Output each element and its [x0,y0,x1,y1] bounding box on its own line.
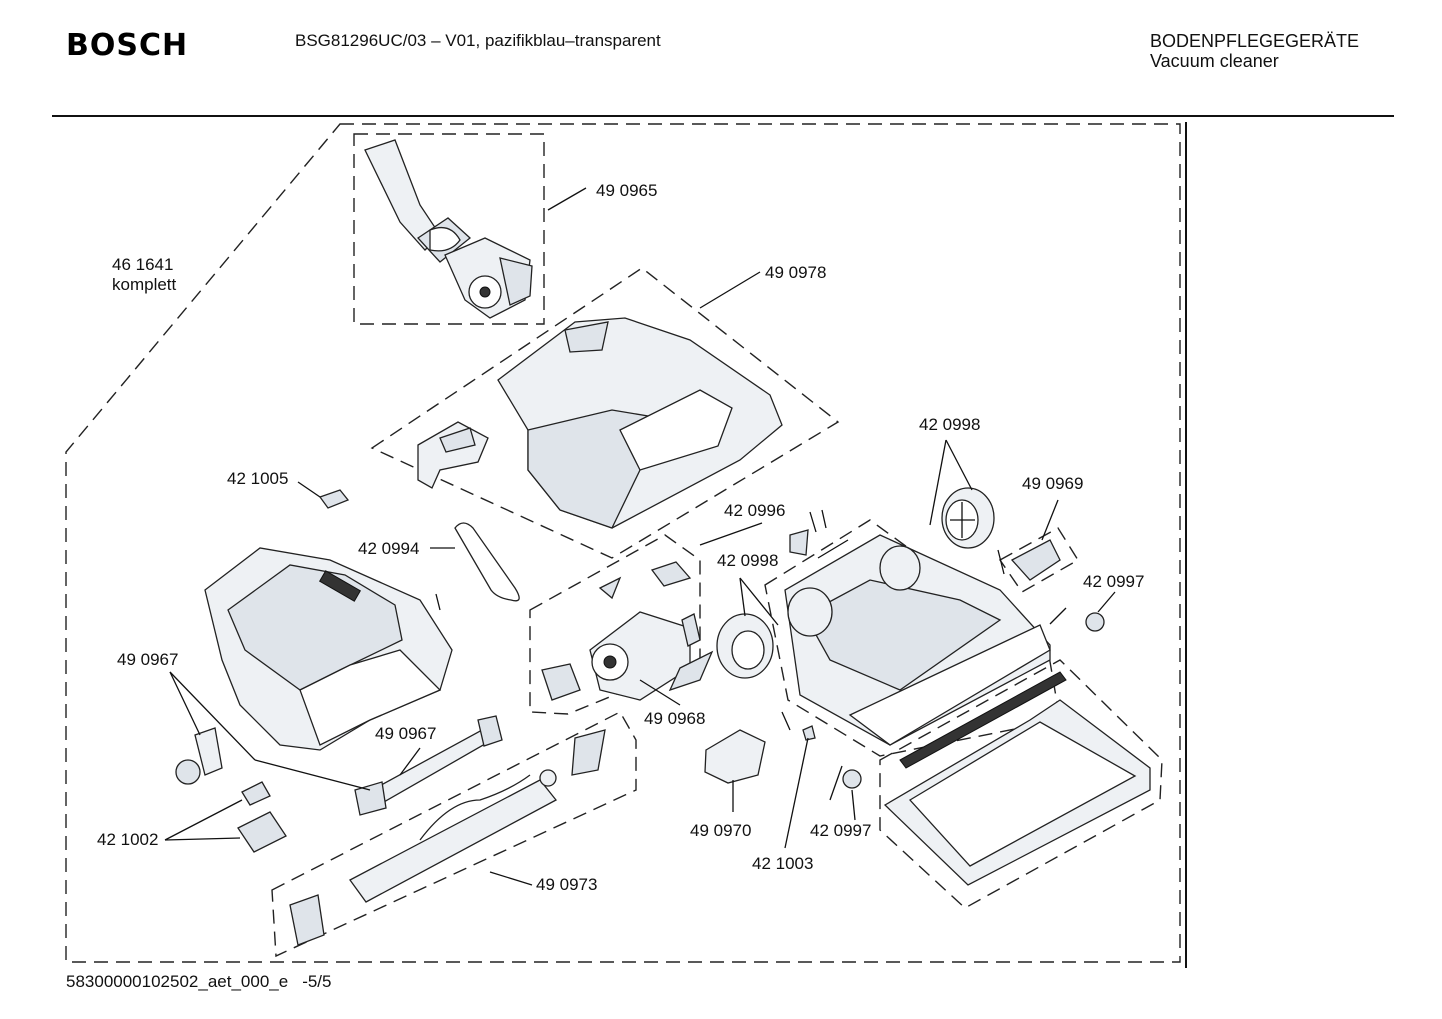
chassis-part [784,534,1051,746]
belt-420994 [454,522,520,602]
label-420998-right: 42 0998 [919,415,980,434]
bracket-490969 [1010,539,1061,581]
screw-near-nut-b [829,765,843,801]
bracket-part [417,421,489,489]
screws-420996 [650,509,849,587]
label-420997-bottom: 42 0997 [810,821,871,840]
bracket-group-box [998,527,1079,593]
label-421005: 42 1005 [227,469,288,488]
nut-420997-a [1085,612,1105,632]
bosch-logo: BOSCH [66,28,189,63]
label-490967-left: 49 0967 [117,650,178,669]
hose-part [364,139,533,319]
label-490978: 49 0978 [765,263,826,282]
label-420997-right: 42 0997 [1083,572,1144,591]
label-420998-left: 42 0998 [717,551,778,570]
label-421003: 42 1003 [752,854,813,873]
label-421002: 42 1002 [97,830,158,849]
category-en: Vacuum cleaner [1150,51,1279,71]
chassis-group-box [764,519,1061,757]
category-de: BODENPFLEGEGERÄTE [1150,31,1360,51]
motor-part-490968 [541,576,714,701]
clip-421005 [318,489,350,509]
label-490969: 49 0969 [1022,474,1083,493]
label-420996: 42 0996 [724,501,785,520]
category-block: BODENPFLEGEGERÄTE Vacuum cleaner [1150,31,1359,71]
footer-page: -5/5 [302,972,332,991]
cover-group-box [370,267,840,559]
brushroll-part [289,729,606,946]
cover-part [497,317,783,529]
label-490968: 49 0968 [644,709,705,728]
shaft-490967 [354,715,503,816]
brush-housing-part [204,547,453,751]
wheel-420998-right [941,487,995,549]
terminal-421002-b [237,811,287,853]
label-490970: 49 0970 [690,821,751,840]
leader-lines [164,187,1116,886]
screw-near-490970 [781,711,791,731]
nut-420997-b [842,769,862,789]
footer-doc-id: 58300000102502_aet_000_e [66,972,289,991]
label-490965: 49 0965 [596,181,657,200]
label-490967-center: 49 0967 [375,724,436,743]
hose-group-box [353,133,545,325]
label-420994: 42 0994 [358,539,419,558]
terminal-421002-a [241,781,271,806]
fitting-490967-left [175,727,223,785]
baseplate-group-box [879,659,1163,909]
cover-490970 [704,729,766,784]
footer: 58300000102502_aet_000_e -5/5 [66,972,345,992]
model-title: BSG81296UC/03 – V01, pazifikblau–transpa… [295,31,661,50]
label-461641: 46 1641 [112,255,173,274]
wheel-420998-left [716,613,774,679]
assembly-boundary [65,123,1181,963]
label-461641-komplett: komplett [112,275,177,294]
label-490973: 49 0973 [536,875,597,894]
brushroll-group-box [271,711,637,958]
screw-near-490969 [997,549,1005,575]
baseplate-part [883,671,1151,886]
part-421003 [802,725,816,741]
screw-near-nut-a [1049,607,1067,625]
